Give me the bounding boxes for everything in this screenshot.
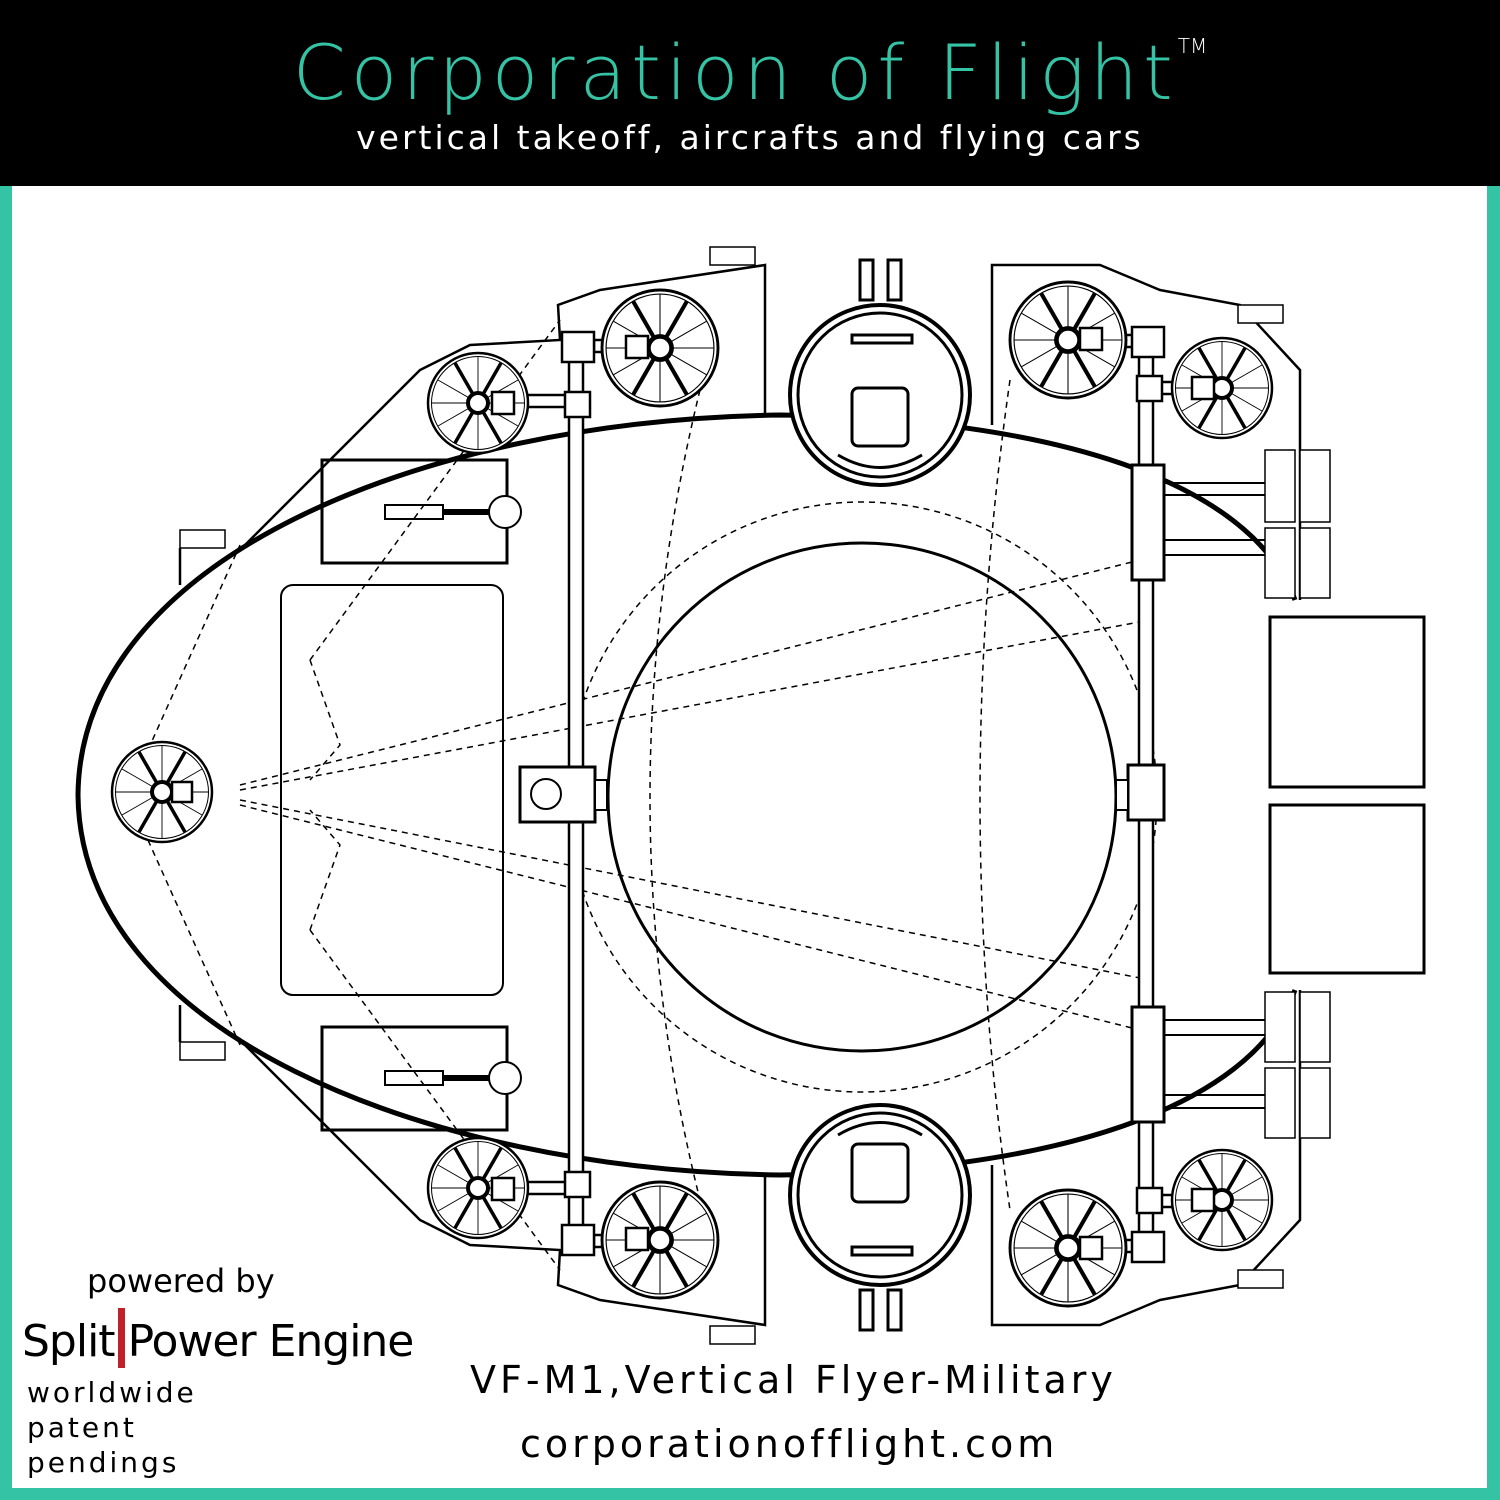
brand-divider — [117, 1308, 125, 1368]
patent-line: patent — [27, 1411, 137, 1444]
engine-box-top — [1268, 615, 1426, 789]
cargo-bay — [280, 584, 504, 996]
wing-bottom-right — [990, 990, 1302, 1327]
dashed-guides — [129, 319, 1158, 1271]
fan-icon — [602, 1182, 718, 1298]
header-banner: Corporation of FlightTM vertical takeoff… — [0, 0, 1500, 186]
powered-by-label: powered by — [87, 1262, 275, 1300]
fan-icon — [1170, 336, 1274, 440]
company-title: Corporation of FlightTM — [292, 28, 1208, 117]
fan-icon — [1170, 1148, 1274, 1252]
cockpit-top — [788, 258, 972, 487]
central-rotor-bay — [606, 541, 1118, 1053]
fan-icon — [110, 740, 214, 844]
wing-top-right — [990, 263, 1302, 600]
trademark: TM — [1177, 34, 1208, 58]
company-subtitle: vertical takeoff, aircrafts and flying c… — [356, 118, 1144, 157]
fan-icon — [1010, 282, 1126, 398]
website-url: corporationofflight.com — [520, 1422, 1059, 1466]
cockpit-bottom — [788, 1103, 972, 1332]
patent-line: pendings — [27, 1446, 180, 1479]
fan-icon — [1010, 1190, 1126, 1306]
fan-icon — [602, 290, 718, 406]
engine-box-bottom — [1268, 803, 1426, 975]
model-name: VF-M1,Vertical Flyer-Military — [470, 1358, 1117, 1402]
patent-line: worldwide — [27, 1376, 197, 1409]
